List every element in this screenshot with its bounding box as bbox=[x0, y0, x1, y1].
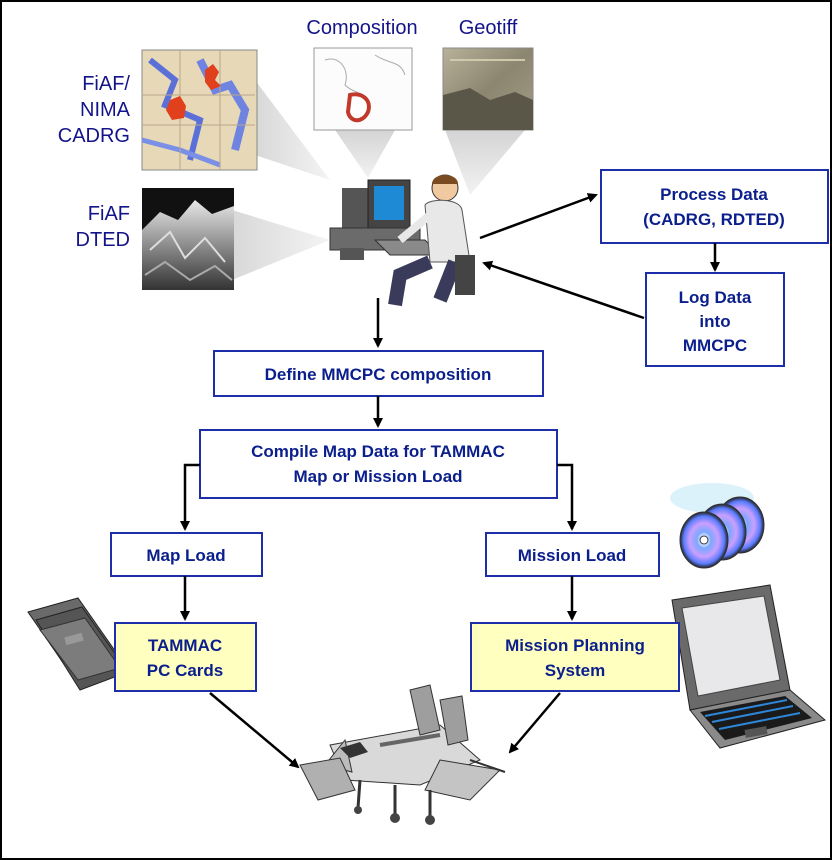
svg-text:FiAF: FiAF bbox=[88, 203, 130, 225]
beam-cadrg bbox=[255, 80, 330, 180]
arrow-planning-to-jet bbox=[508, 692, 561, 754]
pc-card-icon bbox=[27, 597, 129, 691]
flow-arrows bbox=[180, 193, 720, 769]
cadrg-map-image bbox=[141, 49, 258, 171]
svg-text:Compile Map Data for TAMMAC: Compile Map Data for TAMMAC bbox=[251, 442, 505, 461]
define-composition-box: Define MMCPC composition bbox=[213, 350, 544, 397]
svg-text:FiAF/: FiAF/ bbox=[82, 73, 130, 95]
user-at-computer-illustration bbox=[329, 174, 475, 307]
map-load-box: Map Load bbox=[110, 532, 263, 577]
beam-dted bbox=[232, 210, 330, 280]
svg-text:Mission Load: Mission Load bbox=[518, 546, 627, 565]
log-data-box: Log Data into MMCPC bbox=[645, 272, 785, 367]
arrow-compile-to-mission-load bbox=[557, 463, 577, 531]
cd-stack-icon bbox=[670, 483, 765, 569]
fighter-jet-illustration bbox=[299, 684, 506, 825]
label-cadrg: FiAF/ NIMA CADRG bbox=[58, 73, 131, 147]
svg-text:System: System bbox=[545, 661, 605, 680]
svg-text:Map Load: Map Load bbox=[146, 546, 225, 565]
arrow-compile-to-map-load bbox=[180, 463, 200, 531]
beam-composition bbox=[335, 130, 395, 178]
laptop-icon bbox=[671, 584, 827, 749]
svg-text:DTED: DTED bbox=[76, 229, 130, 251]
svg-text:Map or Mission Load: Map or Mission Load bbox=[293, 467, 462, 486]
svg-text:CADRG: CADRG bbox=[58, 125, 130, 147]
arrow-log-to-user bbox=[482, 260, 645, 320]
mission-planning-box: Mission Planning System bbox=[470, 622, 680, 692]
label-dted: FiAF DTED bbox=[76, 203, 130, 251]
arrow-cards-to-jet bbox=[209, 692, 300, 769]
composition-map-image bbox=[313, 47, 413, 131]
tammac-pc-cards-box: TAMMAC PC Cards bbox=[114, 622, 257, 692]
label-composition: Composition bbox=[306, 17, 417, 39]
mission-load-box: Mission Load bbox=[485, 532, 660, 577]
process-data-box: Process Data (CADRG, RDTED) bbox=[600, 169, 829, 244]
svg-text:NIMA: NIMA bbox=[80, 99, 131, 121]
svg-text:Mission Planning: Mission Planning bbox=[505, 636, 645, 655]
svg-text:(CADRG, RDTED): (CADRG, RDTED) bbox=[643, 210, 785, 229]
beam-geotiff bbox=[445, 130, 525, 195]
svg-text:TAMMAC: TAMMAC bbox=[148, 636, 222, 655]
compile-map-data-box: Compile Map Data for TAMMAC Map or Missi… bbox=[199, 429, 558, 499]
svg-text:PC Cards: PC Cards bbox=[147, 661, 224, 680]
arrow-user-to-process bbox=[479, 193, 598, 240]
label-geotiff: Geotiff bbox=[459, 17, 518, 39]
svg-text:Define MMCPC composition: Define MMCPC composition bbox=[265, 365, 492, 384]
geotiff-image bbox=[442, 47, 534, 131]
dted-terrain-image bbox=[142, 188, 234, 290]
svg-text:Log Data: Log Data bbox=[679, 288, 752, 307]
svg-text:Process Data: Process Data bbox=[660, 185, 768, 204]
svg-text:MMCPC: MMCPC bbox=[683, 336, 747, 355]
svg-text:into: into bbox=[699, 312, 730, 331]
